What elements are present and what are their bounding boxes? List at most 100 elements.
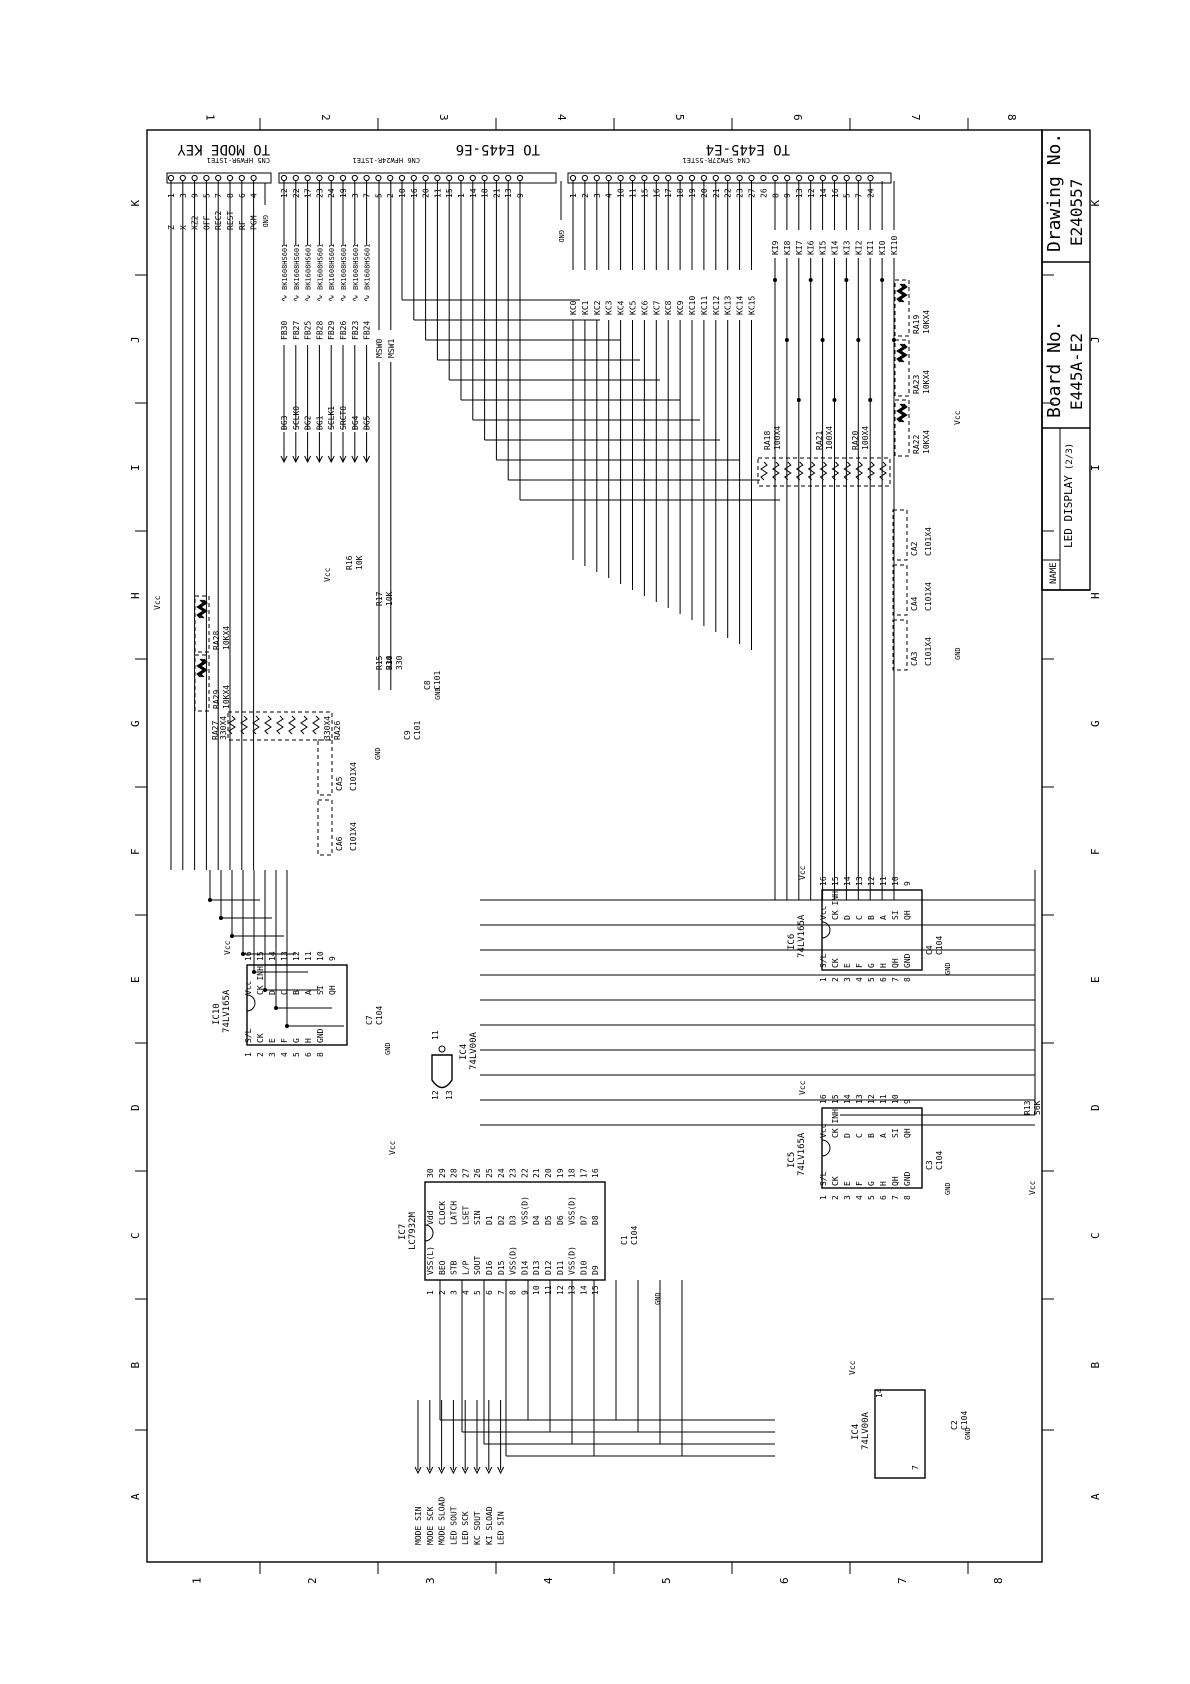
connector-pin bbox=[363, 174, 370, 182]
ic7-pin-name: D14 bbox=[520, 1260, 529, 1275]
resistor-zigzag bbox=[896, 403, 904, 423]
ic7-pin-name: D7 bbox=[579, 1215, 588, 1225]
junction-dot bbox=[784, 338, 789, 342]
ic6-pin-number: 16 bbox=[819, 876, 828, 886]
kc-net-label: KC7 bbox=[652, 300, 661, 315]
ic10-pin-name: D bbox=[268, 990, 277, 995]
connector-pin bbox=[736, 174, 743, 182]
ic7-pin-number: 19 bbox=[556, 1168, 565, 1178]
zone-column-label: 2 bbox=[306, 1577, 319, 1584]
connector-pin bbox=[250, 174, 257, 182]
cn6-part: CN6 HFW24R-1STE1 bbox=[353, 156, 420, 164]
cn4-pin-number: 16 bbox=[831, 188, 840, 198]
ic5-pin-number: 4 bbox=[855, 1195, 864, 1200]
connector-pin bbox=[316, 174, 323, 182]
connector-pin bbox=[493, 174, 500, 182]
ki-net-label: KI1 bbox=[866, 240, 875, 255]
resistor-array-value: 10KX4 bbox=[922, 430, 931, 454]
zone-row-label: B bbox=[1089, 1362, 1102, 1369]
ic5-pin-number: 10 bbox=[891, 1094, 900, 1104]
connector-pin bbox=[203, 174, 210, 182]
ic7-pin-number: 26 bbox=[473, 1168, 482, 1178]
resistor-array bbox=[194, 595, 210, 653]
resistor-array-ref: RA28 bbox=[212, 631, 221, 650]
ic10-pin-number: 16 bbox=[244, 951, 253, 961]
gnd-label: GND bbox=[654, 1292, 662, 1305]
cn4-pin-number: 7 bbox=[855, 193, 864, 198]
connector-pin bbox=[375, 174, 382, 182]
ic4b-part: 74LV00A bbox=[861, 1411, 871, 1450]
ic10-pin-number: 1 bbox=[244, 1052, 253, 1057]
capacitor-array bbox=[892, 619, 908, 671]
kc-net-label: KC10 bbox=[688, 296, 697, 315]
ic7-pin-name: D11 bbox=[556, 1260, 565, 1275]
connector-pin bbox=[457, 174, 465, 182]
connector-pin bbox=[339, 174, 347, 182]
connector-pin bbox=[677, 174, 684, 182]
resistor-array-ref: RA23 bbox=[912, 375, 921, 394]
connector-pin bbox=[724, 174, 731, 182]
ic10-pin-number: 3 bbox=[268, 1052, 277, 1057]
c1-ref: C1 bbox=[620, 1235, 629, 1245]
ic7-pin-number: 30 bbox=[426, 1168, 435, 1178]
connector-pin bbox=[784, 174, 791, 182]
ic10-pin-name: QH bbox=[328, 985, 337, 995]
connector-pin bbox=[422, 174, 429, 182]
ic5-pin-name: A bbox=[879, 1133, 888, 1138]
ic10-pin-number: 4 bbox=[280, 1052, 289, 1057]
ic5-pin-number: 12 bbox=[867, 1094, 876, 1104]
junction-dot bbox=[252, 970, 256, 974]
ra27-ref: RA27 bbox=[211, 721, 220, 740]
ic7-pin-number: 16 bbox=[591, 1168, 600, 1178]
r13-value: 56K bbox=[1033, 1100, 1042, 1115]
board-number-label: Board No. bbox=[1044, 320, 1065, 418]
r17-ref: R17 bbox=[375, 591, 384, 606]
c9-value: C101 bbox=[413, 721, 422, 740]
ic6-pin-name: Vcc bbox=[819, 905, 828, 920]
resistor-zigzag bbox=[898, 403, 907, 423]
connector-pin bbox=[796, 174, 803, 182]
ic7-ref: IC7 bbox=[398, 1224, 408, 1240]
signal-arrow bbox=[497, 1466, 505, 1475]
resistor-zigzag bbox=[240, 715, 248, 735]
ferrite-bead-icon: ∿ bbox=[339, 294, 349, 302]
zone-row-label: K bbox=[1089, 200, 1102, 207]
ic7-pin-name: CLOCK bbox=[438, 1201, 447, 1225]
resistor-array-ref: RA22 bbox=[912, 435, 921, 454]
cn5-net-label: REST bbox=[226, 211, 235, 230]
ic10-pin-name: E bbox=[268, 1038, 277, 1043]
cn5-net-label: REC2 bbox=[214, 211, 223, 230]
c7-value: C104 bbox=[375, 1006, 384, 1025]
ic5-pin-number: 7 bbox=[891, 1195, 900, 1200]
ic7-pin-name: LSET bbox=[461, 1206, 470, 1225]
zone-row-label: D bbox=[129, 1104, 142, 1111]
junction-dot bbox=[274, 1006, 278, 1010]
r16-value: 10K bbox=[355, 555, 364, 570]
ra21-value: 100X4 bbox=[825, 426, 834, 450]
ic5-pin-number: 16 bbox=[819, 1094, 828, 1104]
r17-value: 10K bbox=[385, 591, 394, 606]
ic10-pin-name: B bbox=[292, 990, 301, 995]
kc-net-label: KC3 bbox=[605, 300, 614, 315]
capacitor-array bbox=[892, 509, 908, 561]
junction-dot bbox=[773, 278, 777, 282]
ic7-pin-name: D10 bbox=[579, 1260, 588, 1275]
gnd-label: GND bbox=[944, 1182, 952, 1195]
bottom-signal-label: KI SLOAD bbox=[485, 1506, 494, 1545]
dg-net-label: SCLK0 bbox=[292, 406, 301, 430]
resistor-zigzag bbox=[200, 599, 208, 619]
resistor-zigzag bbox=[197, 599, 206, 619]
resistor-zigzag bbox=[900, 283, 908, 303]
cn4-pin-number: 24 bbox=[867, 188, 876, 198]
cn4-pin-number: 14 bbox=[819, 188, 828, 198]
ic5-pin-number: 3 bbox=[843, 1195, 852, 1200]
c2-ref: C2 bbox=[950, 1420, 959, 1430]
resistor-zigzag bbox=[843, 461, 852, 481]
ic7-pin-name: D9 bbox=[591, 1265, 600, 1275]
ic7-pin-number: 4 bbox=[461, 1290, 470, 1295]
connector-pin bbox=[617, 174, 624, 182]
connector-pin bbox=[748, 174, 755, 182]
ic4b-pin-number: 14 bbox=[875, 1388, 884, 1398]
